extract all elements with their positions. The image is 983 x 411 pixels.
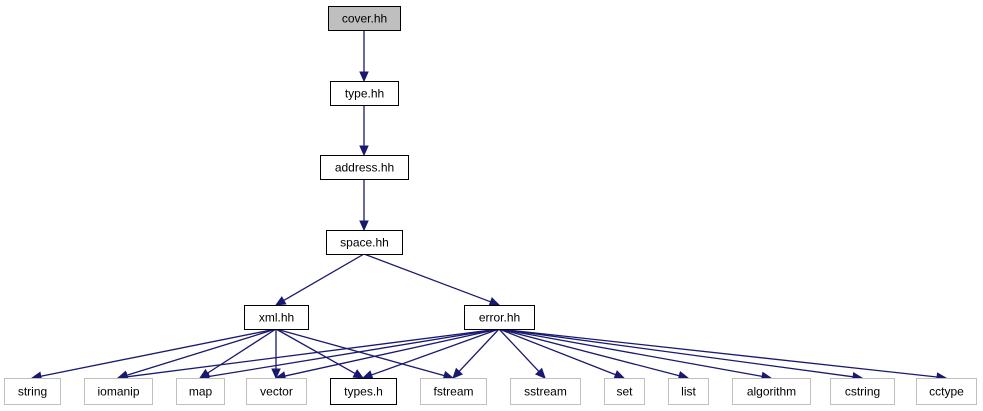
node-fstream-box — [420, 378, 487, 405]
arrowhead-error-to-types — [361, 370, 374, 380]
node-xml-label: xml.hh — [259, 311, 294, 325]
node-types-box — [330, 378, 397, 405]
node-cstring-box — [830, 378, 895, 405]
arrowhead-type-to-address — [359, 145, 369, 157]
node-iomanip-label: iomanip — [97, 385, 139, 399]
node-cstring-label: cstring — [845, 385, 880, 399]
node-algorithm[interactable]: algorithm — [732, 378, 811, 405]
node-xml-box — [244, 305, 309, 330]
node-type-label: type.hh — [345, 87, 384, 101]
node-fstream[interactable]: fstream — [420, 378, 487, 405]
node-types[interactable]: types.h — [330, 378, 397, 405]
node-sstream[interactable]: sstream — [510, 378, 581, 405]
node-cover[interactable]: cover.hh — [328, 6, 401, 31]
edge-error-to-cctype — [498, 328, 938, 378]
edge-error-to-set — [498, 328, 616, 376]
node-space-label: space.hh — [340, 236, 389, 250]
edge-error-to-list — [498, 328, 680, 377]
node-set-label: set — [616, 385, 633, 399]
node-algorithm-box — [732, 378, 811, 405]
node-list-label: list — [681, 385, 696, 399]
node-map-box — [176, 378, 225, 405]
arrowhead-xml-to-vector — [271, 368, 281, 380]
node-vector[interactable]: vector — [246, 378, 307, 405]
edge-error-to-fstream — [458, 328, 500, 372]
node-list-box — [668, 378, 709, 405]
node-cover-box — [328, 6, 401, 31]
node-address[interactable]: address.hh — [320, 155, 409, 180]
node-sstream-label: sstream — [524, 385, 567, 399]
node-error-label: error.hh — [479, 311, 520, 325]
node-error[interactable]: error.hh — [464, 305, 535, 330]
arrowhead-xml-to-types — [352, 369, 365, 379]
node-type[interactable]: type.hh — [330, 81, 399, 106]
node-string[interactable]: string — [4, 378, 61, 405]
node-xml[interactable]: xml.hh — [244, 305, 309, 330]
arrowhead-error-to-fstream — [452, 367, 463, 379]
edges-layer — [30, 30, 948, 382]
node-cctype-box — [916, 378, 977, 405]
node-cover-label: cover.hh — [342, 12, 387, 26]
arrowhead-error-to-set — [613, 370, 626, 379]
node-space[interactable]: space.hh — [326, 230, 403, 255]
node-string-box — [4, 378, 61, 405]
edge-xml-to-string — [40, 328, 277, 377]
node-algorithm-label: algorithm — [747, 385, 796, 399]
edge-space-to-xml — [283, 253, 365, 302]
node-error-box — [464, 305, 535, 330]
edge-error-to-iomanip — [126, 328, 500, 378]
arrowhead-space-to-xml — [274, 296, 287, 306]
arrowhead-cover-to-type — [359, 71, 369, 83]
node-cctype-label: cctype — [929, 385, 964, 399]
edge-xml-to-types — [275, 328, 356, 375]
edge-error-to-algorithm — [498, 328, 763, 378]
node-type-box — [330, 81, 399, 106]
node-map[interactable]: map — [176, 378, 225, 405]
node-fstream-label: fstream — [433, 385, 473, 399]
node-list[interactable]: list — [668, 378, 709, 405]
edge-space-to-error — [363, 253, 491, 303]
edge-xml-to-map — [207, 328, 277, 374]
arrowhead-space-to-error — [488, 297, 501, 307]
edge-error-to-cstring — [498, 328, 854, 378]
node-cstring[interactable]: cstring — [830, 378, 895, 405]
arrowhead-address-to-space — [359, 220, 369, 232]
edge-error-to-sstream — [498, 328, 540, 372]
node-cctype[interactable]: cctype — [916, 378, 977, 405]
node-address-label: address.hh — [335, 161, 394, 175]
edge-error-to-types — [371, 328, 500, 376]
edge-error-to-vector — [284, 328, 500, 377]
node-vector-box — [246, 378, 307, 405]
node-iomanip[interactable]: iomanip — [84, 378, 153, 405]
arrowhead-error-to-sstream — [535, 367, 546, 379]
node-set-box — [604, 378, 645, 405]
node-sstream-box — [510, 378, 581, 405]
node-set[interactable]: set — [604, 378, 645, 405]
edge-xml-to-iomanip — [126, 328, 277, 376]
nodes-layer: cover.hh type.hh address.hh space.hh xml.hh e… — [4, 6, 977, 405]
node-types-label: types.h — [344, 385, 383, 399]
node-address-box — [320, 155, 409, 180]
edge-error-to-map — [208, 328, 500, 378]
node-space-box — [326, 230, 403, 255]
node-iomanip-box — [84, 378, 153, 405]
node-string-label: string — [18, 385, 47, 399]
node-map-label: map — [189, 385, 213, 399]
node-vector-label: vector — [260, 385, 293, 399]
